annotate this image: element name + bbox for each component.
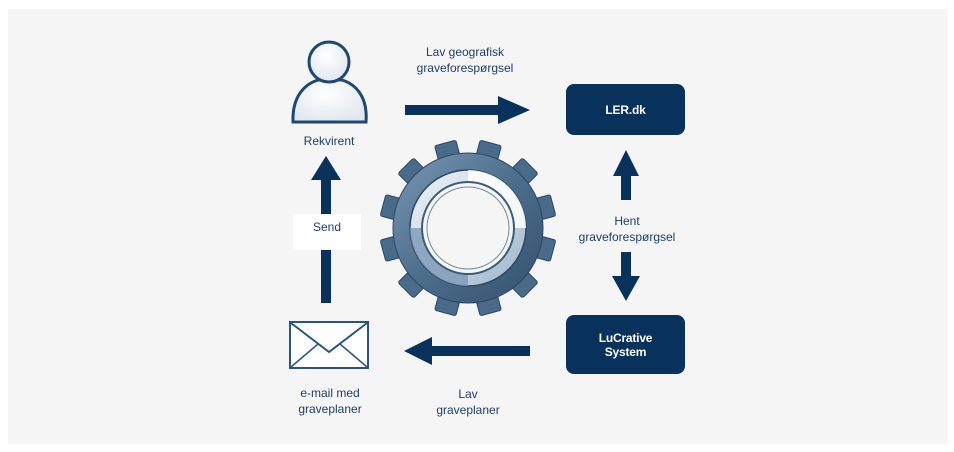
node-rekvirent-label: Rekvirent — [303, 134, 355, 148]
node-ler-dk: LER.dk — [566, 84, 685, 135]
arrow-hent-up — [613, 150, 639, 200]
gear-icon — [380, 140, 556, 316]
edge-label-right: Hent graveforespørgsel — [578, 214, 676, 244]
arrow-hent-down — [612, 252, 640, 301]
node-lucrative-system: LuCrative System — [566, 315, 685, 374]
person-icon — [291, 40, 368, 124]
edge-label-send: Send — [293, 214, 361, 250]
arrow-rekvirent-to-ler — [405, 96, 530, 124]
arrow-lucrative-to-email — [404, 337, 530, 365]
edge-label-bottom: Lav graveplaner — [436, 387, 500, 417]
edge-label-top: Lav geografisk graveforespørgsel — [416, 45, 514, 75]
envelope-icon — [289, 321, 369, 369]
node-email-label: e-mail med graveplaner — [298, 386, 362, 416]
